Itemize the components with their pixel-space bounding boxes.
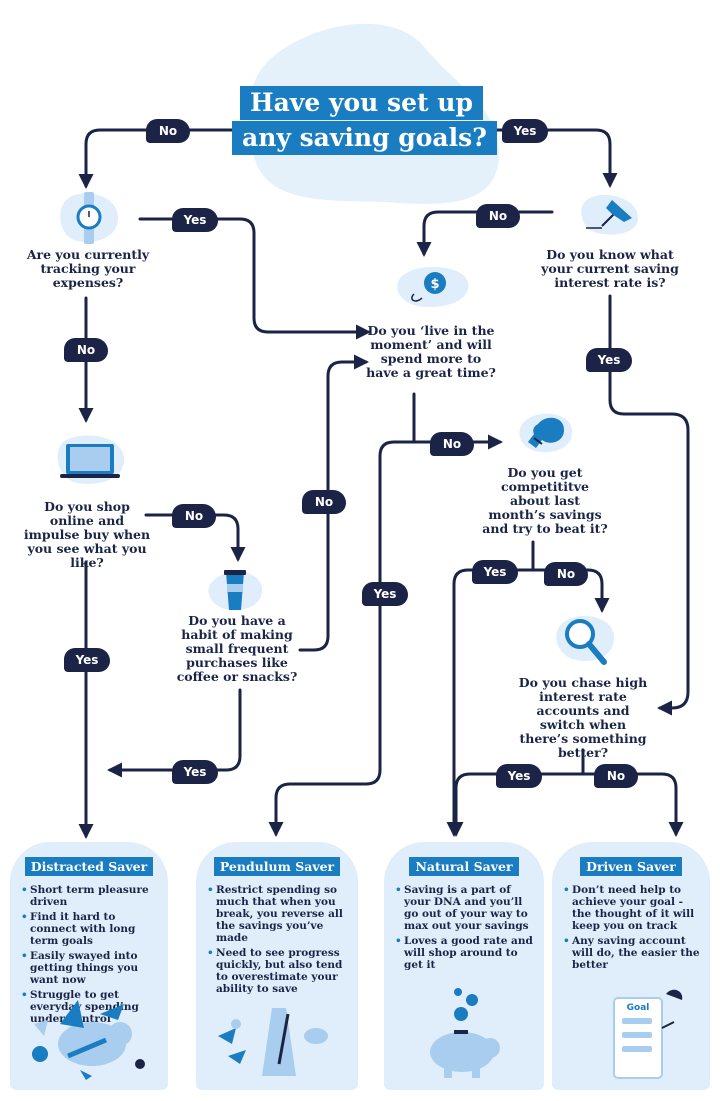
card-driven-saver: Driven Saver Don’t need help to achieve … (552, 842, 710, 1090)
card-bullet: Struggle to get everyday spending under … (21, 989, 162, 1025)
label-yes: Yes (172, 208, 218, 232)
card-title: Natural Saver (409, 857, 519, 876)
label-yes: Yes (502, 119, 548, 143)
label-no: No (146, 119, 190, 143)
card-title: Distracted Saver (24, 857, 154, 876)
card-bullet: Saving is a part of your DNA and you’ll … (395, 884, 538, 932)
card-bullet: Any saving account will do, the easier t… (563, 935, 704, 971)
title-line-1: Have you set up (240, 86, 483, 120)
piggy-bank-illustration (430, 988, 500, 1078)
card-bullet: Easily swayed into getting things you wa… (21, 950, 162, 986)
question-saving-interest-rate: Do you know what your current saving int… (541, 247, 679, 290)
card-bullet: Find it hard to connect with long term g… (21, 911, 162, 947)
pushpin-icon (581, 194, 639, 235)
card-distracted-saver: Distracted Saver Short term pleasure dri… (10, 842, 168, 1090)
piggy-bank-explosion-illustration (32, 1000, 145, 1080)
laptop-icon (57, 435, 125, 484)
question-live-in-the-moment: Do you ‘live in the moment’ and will spe… (366, 323, 496, 380)
boxing-glove-icon (519, 413, 573, 453)
card-bullet: Restrict spending so much that when you … (207, 884, 352, 944)
card-bullet: Short term pleasure driven (21, 884, 162, 908)
label-no: No (476, 204, 520, 228)
title-line-2: any saving goals? (232, 121, 497, 155)
label-yes: Yes (586, 348, 632, 372)
goal-label: Goal (627, 1003, 650, 1013)
card-natural-saver: Natural Saver Saving is a part of your D… (384, 842, 544, 1090)
label-yes: Yes (362, 582, 408, 606)
card-bullets: Saving is a part of your DNA and you’ll … (392, 884, 538, 974)
label-no: No (64, 338, 108, 362)
card-bullets: Don’t need help to achieve your goal - t… (560, 884, 704, 974)
goal-checklist-illustration: Goal (613, 989, 683, 1079)
label-no: No (594, 764, 638, 788)
coffee-cup-icon (208, 570, 263, 611)
label-no: No (302, 490, 346, 514)
card-bullet: Need to see progress quickly, but also t… (207, 947, 352, 995)
card-bullet: Loves a good rate and will shop around t… (395, 935, 538, 971)
dollar-coin-icon: $ (397, 266, 469, 307)
label-yes: Yes (172, 760, 218, 784)
label-yes: Yes (64, 648, 110, 672)
watch-icon (60, 192, 118, 244)
label-yes: Yes (496, 764, 542, 788)
metronome-illustration (218, 1008, 328, 1076)
card-pendulum-saver: Pendulum Saver Restrict spending so much… (196, 842, 358, 1090)
card-bullet: Don’t need help to achieve your goal - t… (563, 884, 704, 932)
label-no: No (544, 562, 588, 586)
label-no: No (430, 432, 474, 456)
card-title: Pendulum Saver (213, 857, 341, 876)
question-competitive: Do you get competititve about last month… (482, 465, 608, 536)
question-shop-online: Do you shop online and impulse buy when … (23, 499, 151, 570)
card-bullets: Short term pleasure driven Find it hard … (18, 884, 162, 1028)
magnifier-icon (556, 615, 615, 665)
question-habit-small-purchases: Do you have a habit of making small freq… (176, 613, 298, 684)
card-title: Driven Saver (580, 857, 682, 876)
card-bullets: Restrict spending so much that when you … (204, 884, 352, 998)
question-tracking-expenses: Are you currently tracking your expenses… (26, 247, 150, 290)
label-no: No (172, 504, 216, 528)
svg-text:$: $ (430, 277, 439, 292)
question-chase-interest-rate: Do you chase high interest rate accounts… (518, 675, 648, 760)
label-yes: Yes (472, 560, 518, 584)
